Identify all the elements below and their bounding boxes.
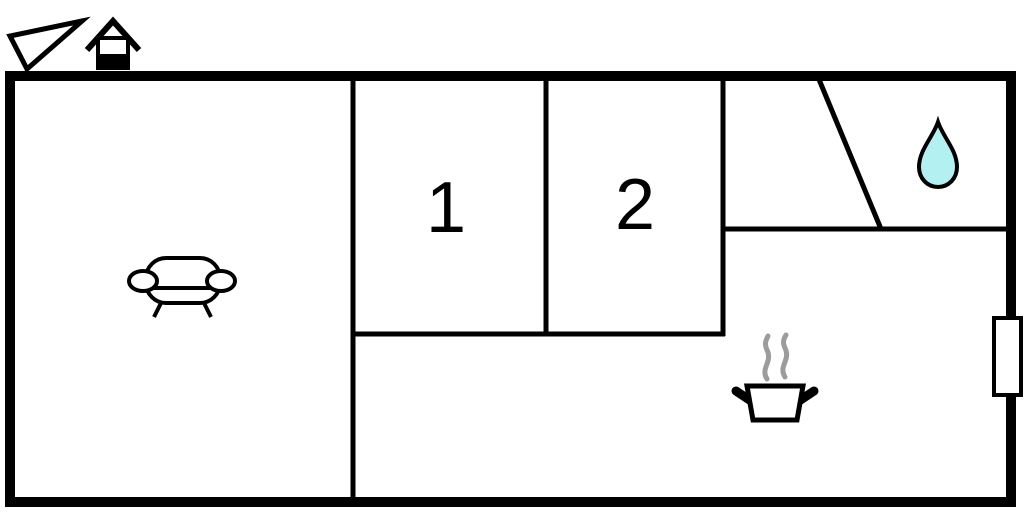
- sofa-armrest-right: [205, 269, 237, 293]
- water-drop-icon: [916, 115, 960, 190]
- room-2-label: 2: [615, 165, 655, 245]
- sofa-leg-left: [152, 302, 163, 318]
- steam-icon: [762, 332, 790, 382]
- house-roof: [84, 16, 142, 53]
- wall-bathroom-diagonal: [815, 76, 884, 230]
- walls: [5, 71, 1016, 507]
- pot-body: [744, 383, 806, 423]
- cooking-pot-icon: [731, 332, 819, 423]
- steam-left: [762, 333, 772, 382]
- room-1-label: 1: [426, 168, 466, 248]
- steam-right: [780, 332, 790, 380]
- north-arrow-icon: [6, 16, 91, 73]
- house-body-fill: [98, 54, 128, 68]
- window-symbol: [992, 316, 1023, 397]
- sofa-armrest-left: [127, 269, 159, 293]
- sofa-leg-right: [202, 302, 213, 318]
- outer-wall: [5, 71, 1016, 507]
- sofa-icon: [127, 256, 237, 318]
- house-icon: [84, 16, 142, 70]
